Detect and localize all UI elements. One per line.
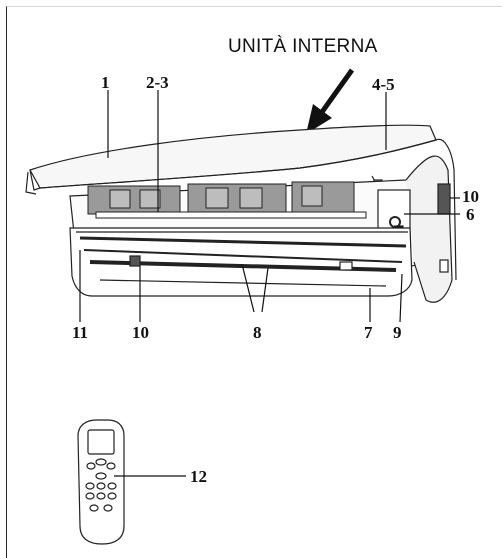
callout-2-3: 2-3	[146, 73, 169, 92]
callout-7: 7	[364, 323, 373, 342]
callout-9: 9	[393, 323, 402, 342]
leader-lines	[79, 90, 460, 323]
callout-4-5: 4-5	[372, 75, 395, 94]
diagram-frame	[6, 6, 502, 558]
pointer-arrow	[306, 68, 355, 134]
diagram-title: UNITÀ INTERNA	[228, 36, 378, 57]
callout-10-side: 10	[462, 187, 479, 206]
callout-1: 1	[101, 73, 110, 92]
air-filters	[87, 181, 367, 219]
callout-8: 8	[253, 323, 262, 342]
callout-10-bottom: 10	[132, 323, 149, 342]
callout-12: 12	[190, 467, 207, 486]
callout-11: 11	[72, 323, 89, 342]
callout-6: 6	[466, 205, 475, 224]
remote-control	[77, 419, 125, 545]
